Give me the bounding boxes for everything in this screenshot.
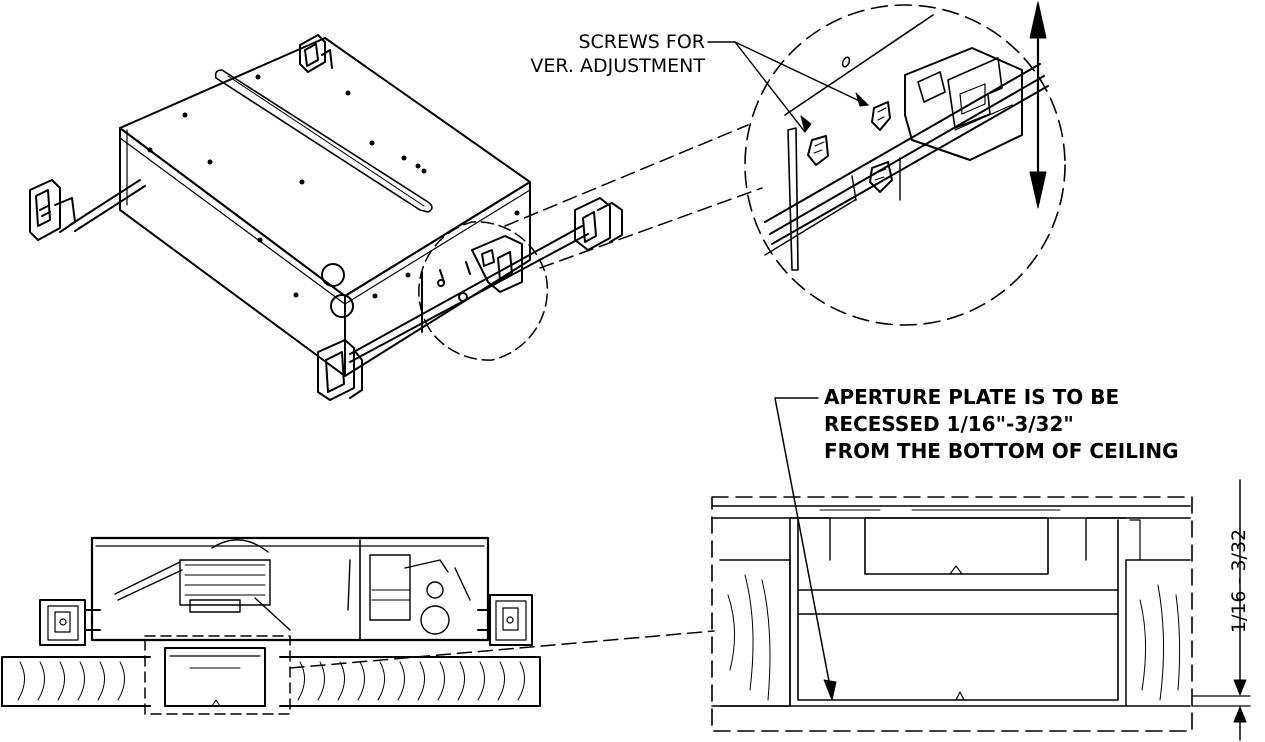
aperture-callout-line1: APERTURE PLATE IS TO BE [824, 385, 1120, 409]
aperture-callout-line2: RECESSED 1/16"-3/32" [824, 412, 1074, 436]
aperture-trim-elevation [164, 647, 266, 707]
detail-leader-lower [539, 187, 763, 269]
bar-hanger-bottom [317, 339, 363, 401]
detail-leader-bottom [289, 630, 715, 669]
ceiling-board [1, 656, 541, 707]
isometric-housing-view [29, 34, 623, 401]
detail-enlarged [707, 1, 1066, 326]
detail-rectangle-small [144, 635, 291, 715]
bar-hanger-right [349, 197, 623, 363]
adjustment-screws [807, 101, 901, 201]
bar-hanger-top [299, 34, 333, 73]
rivet-dots [147, 74, 520, 299]
bar-hanger-left [29, 179, 146, 241]
housing-top-face [119, 37, 531, 297]
adjustment-bracket-small [421, 235, 523, 333]
side-bracket-left [39, 599, 101, 646]
knockout-lower [330, 294, 354, 318]
internal-components [114, 539, 471, 635]
detail-rectangle-large [711, 496, 1193, 732]
aperture-callout-line3: FROM THE BOTTOM OF CEILING [824, 439, 1179, 463]
side-elevation-view [1, 536, 715, 715]
detail-leader-upper [504, 124, 749, 227]
housing-front-face [119, 127, 346, 377]
knockout-upper [321, 263, 345, 287]
housing-box [119, 37, 531, 377]
dimension-label: 1/16 - 3/32 [1228, 528, 1250, 634]
section-detail [711, 397, 1251, 741]
detail-circle-small [418, 221, 549, 361]
side-bracket-right [477, 594, 533, 646]
screws-callout-line1: SCREWS FOR [578, 31, 705, 53]
detail-circle-large [744, 4, 1066, 326]
screws-callout-line2: VER. ADJUSTMENT [530, 55, 705, 77]
housing-side-face [344, 181, 531, 377]
